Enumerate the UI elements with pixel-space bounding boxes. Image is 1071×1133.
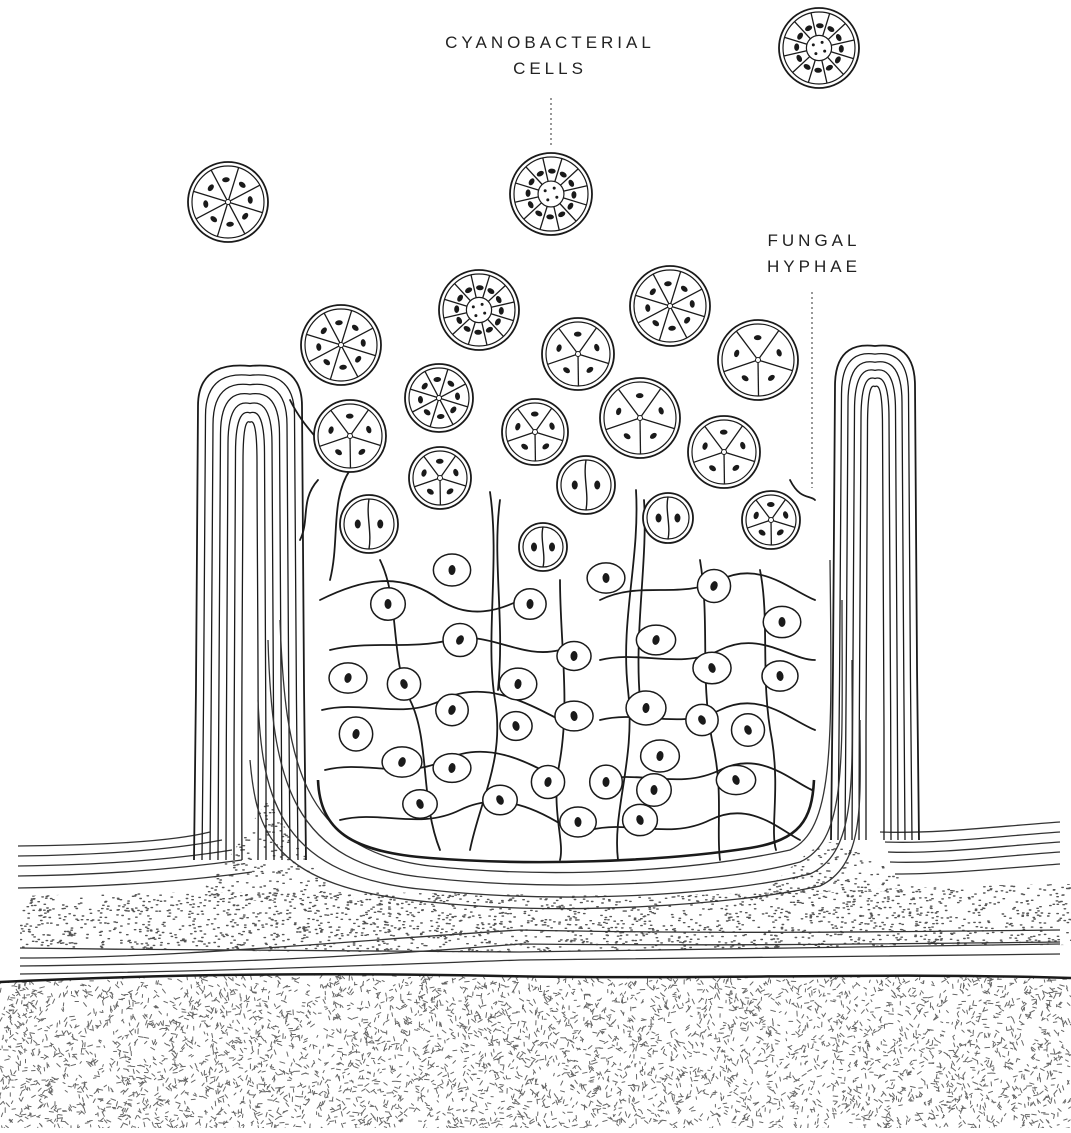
cyanobacterial-colonies bbox=[188, 8, 859, 571]
fungal-hyphae-label: FUNGAL HYPHAE bbox=[744, 228, 884, 281]
upper-layer-lines bbox=[18, 822, 1060, 888]
right-thallus-pillar bbox=[831, 345, 919, 840]
cyanobacterial-cells-label: CYANOBACTERIAL CELLS bbox=[410, 30, 690, 83]
left-thallus-pillar bbox=[194, 365, 306, 860]
cyanobacterial-label-line1: CYANOBACTERIAL bbox=[410, 30, 690, 56]
fungal-label-line1: FUNGAL bbox=[744, 228, 884, 254]
cyanobacterial-label-line2: CELLS bbox=[410, 56, 690, 82]
fungal-label-line2: HYPHAE bbox=[744, 254, 884, 280]
bottom-substrate-layer bbox=[0, 970, 1071, 1128]
lower-layer-lines bbox=[20, 930, 1060, 974]
